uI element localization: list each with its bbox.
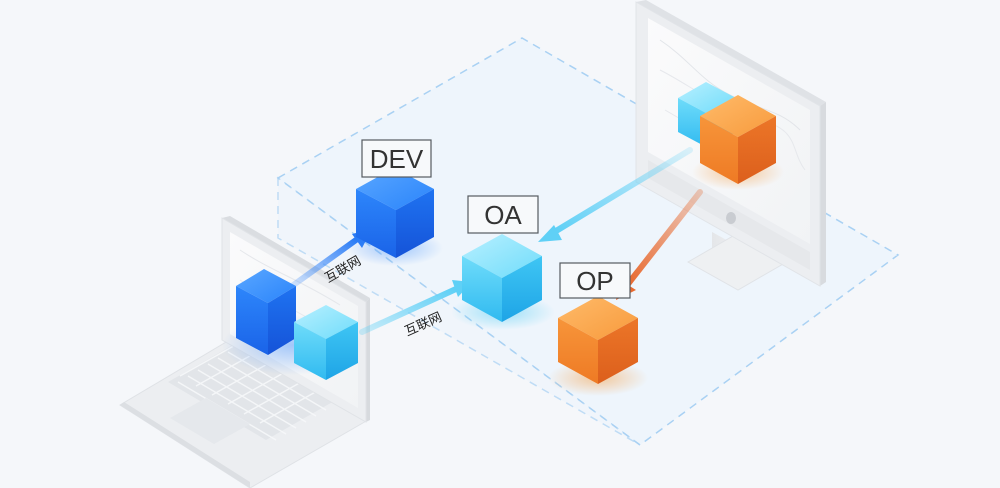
op-label: OP (576, 266, 614, 296)
oa-label: OA (484, 200, 522, 230)
desktop-orange-cube (700, 95, 776, 184)
arrow-desktop-to-oa (538, 147, 693, 242)
laptop-cyan-cube (294, 305, 358, 380)
dev-cube (356, 168, 434, 258)
op-cube (558, 296, 638, 384)
op-label-box: OP (559, 262, 631, 299)
laptop-blue-cube (236, 269, 296, 355)
dev-label-box: DEV (361, 139, 432, 178)
oa-cube (462, 234, 542, 322)
oa-label-box: OA (467, 195, 539, 234)
network-zone (276, 37, 900, 446)
dev-label: DEV (370, 144, 424, 174)
